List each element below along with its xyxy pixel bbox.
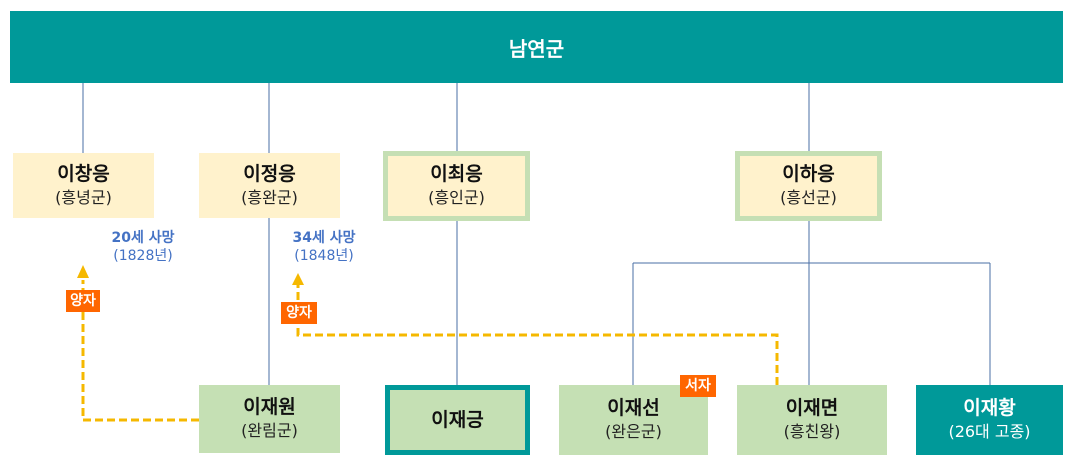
adoption-arrowhead-2	[292, 273, 304, 285]
node-jeongeung-title: (흥완군)	[241, 187, 298, 207]
node-haeung-title: (흥선군)	[780, 188, 837, 208]
note-jeongeung-death: 34세 사망 (1848년)	[279, 229, 369, 265]
node-jeongeung-name: 이정응	[243, 162, 296, 185]
node-jaegeung: 이재긍	[385, 385, 530, 455]
note-changeung-age: 20세 사망	[111, 230, 175, 246]
node-jaeseon: 이재선 (완은군)	[559, 385, 708, 455]
node-jaemyeon: 이재면 (흥친왕)	[737, 385, 887, 455]
node-choeeung-title: (흥인군)	[428, 188, 485, 208]
node-changeung-name: 이창응	[57, 162, 110, 185]
node-jaegeung-name: 이재긍	[431, 408, 484, 431]
node-choeeung: 이최응 (흥인군)	[383, 151, 530, 221]
note-jeongeung-year: (1848년)	[294, 248, 354, 265]
adoption-line-jaewon-to-changeung	[81, 280, 199, 422]
node-jaehwang-title: (26대 고종)	[948, 422, 1031, 442]
node-haeung: 이하응 (흥선군)	[735, 151, 882, 221]
note-jeongeung-age: 34세 사망	[292, 230, 356, 246]
note-changeung-death: 20세 사망 (1828년)	[98, 229, 188, 265]
adoption-line-jaemyeon-to-jeongeung	[296, 285, 779, 385]
root-node-namyeongun: 남연군	[10, 11, 1063, 83]
node-jaewon: 이재원 (완림군)	[199, 385, 340, 453]
tag-adoption-1: 양자	[66, 290, 100, 312]
node-jaewon-title: (완림군)	[241, 421, 298, 441]
node-haeung-name: 이하응	[782, 163, 835, 186]
root-node-label: 남연군	[508, 36, 565, 61]
node-jaeseon-name: 이재선	[607, 397, 660, 420]
tag-illegitimate: 서자	[680, 375, 716, 397]
note-changeung-year: (1828년)	[113, 248, 173, 265]
node-jaehwang-name: 이재황	[963, 397, 1016, 420]
node-jeongeung: 이정응 (흥완군)	[199, 153, 340, 218]
node-jaemyeon-name: 이재면	[785, 397, 839, 420]
node-jaewon-name: 이재원	[243, 396, 296, 419]
node-changeung: 이창응 (흥녕군)	[13, 153, 154, 218]
adoption-arrowhead-1	[77, 265, 89, 278]
node-jaeseon-title: (완은군)	[605, 422, 662, 442]
node-jaemyeon-title: (흥친왕)	[783, 422, 841, 442]
node-choeeung-name: 이최응	[430, 163, 483, 186]
node-jaehwang: 이재황 (26대 고종)	[916, 385, 1063, 455]
node-changeung-title: (흥녕군)	[55, 187, 112, 207]
tag-adoption-2: 양자	[281, 302, 317, 324]
